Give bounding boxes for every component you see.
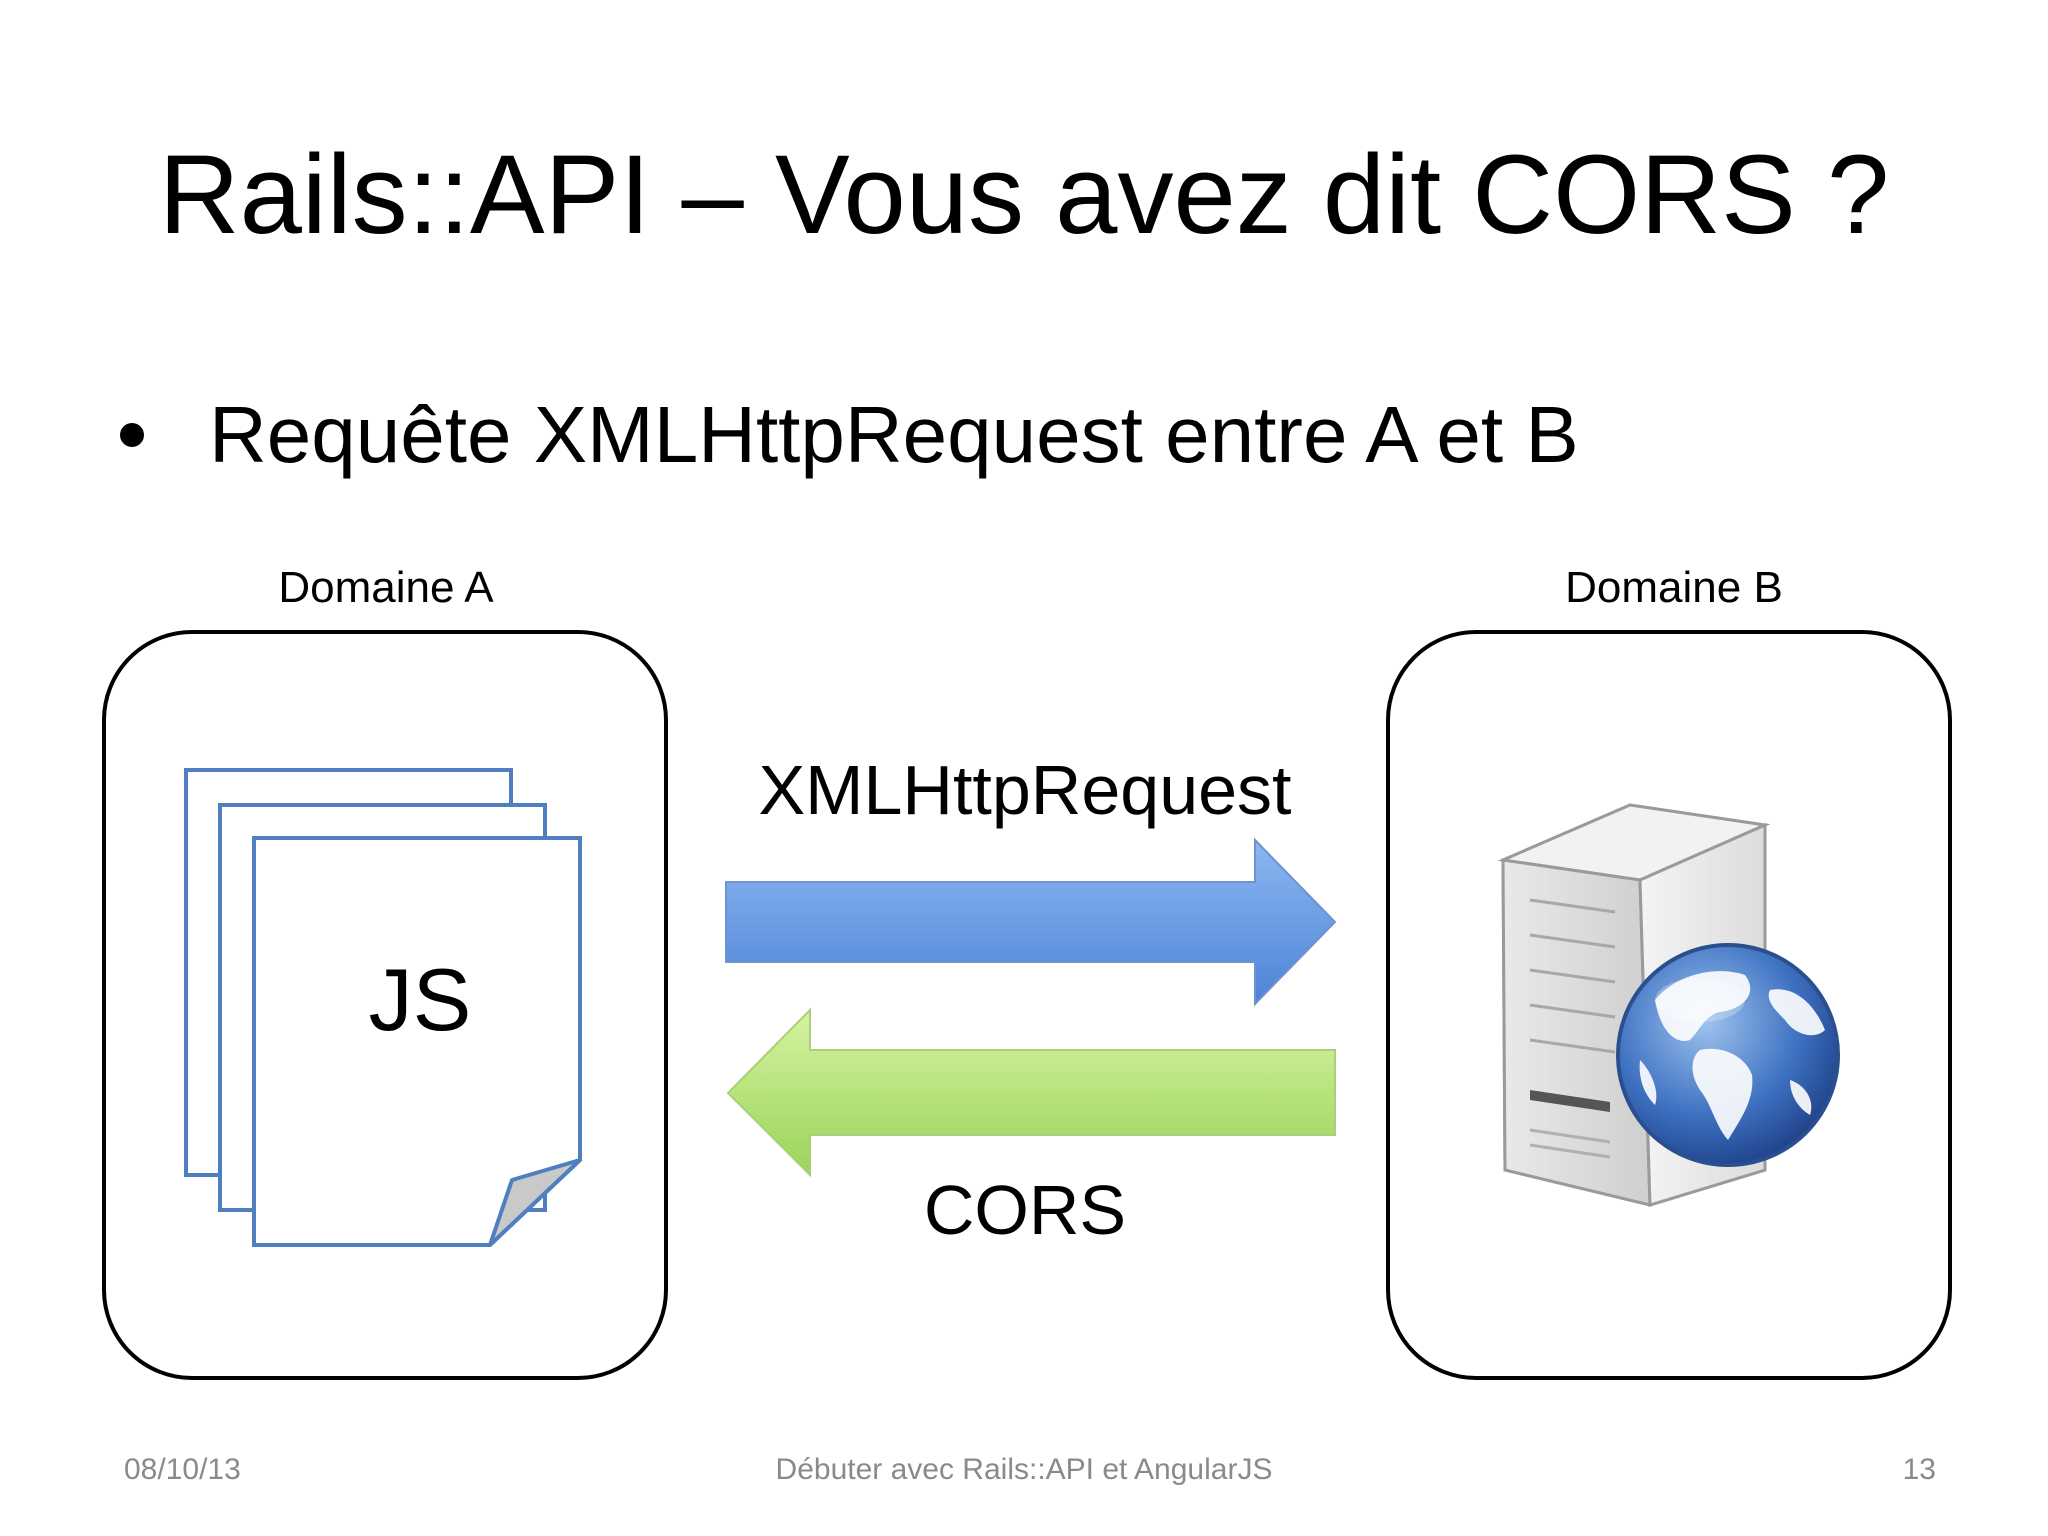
- bullet-text: Requête XMLHttpRequest entre A et B: [209, 390, 1579, 479]
- domain-b-label: Domaine B: [1565, 563, 1783, 612]
- document-label: JS: [368, 950, 472, 1049]
- request-arrow-label: XMLHttpRequest: [758, 751, 1292, 829]
- bullet-item: Requête XMLHttpRequest entre A et B: [120, 385, 1579, 485]
- response-arrow: [726, 1007, 1336, 1178]
- request-arrow: [725, 837, 1337, 1007]
- domain-a-label: Domaine A: [278, 563, 494, 612]
- footer-page-number: 13: [1902, 1453, 1936, 1486]
- slide-title: Rails::API – Vous avez dit CORS ?: [158, 132, 1890, 257]
- footer-date: 08/10/13: [124, 1453, 241, 1486]
- footer-title: Débuter avec Rails::API et AngularJS: [775, 1453, 1273, 1486]
- bullet-dot-icon: [120, 423, 144, 447]
- response-arrow-label: CORS: [923, 1171, 1127, 1249]
